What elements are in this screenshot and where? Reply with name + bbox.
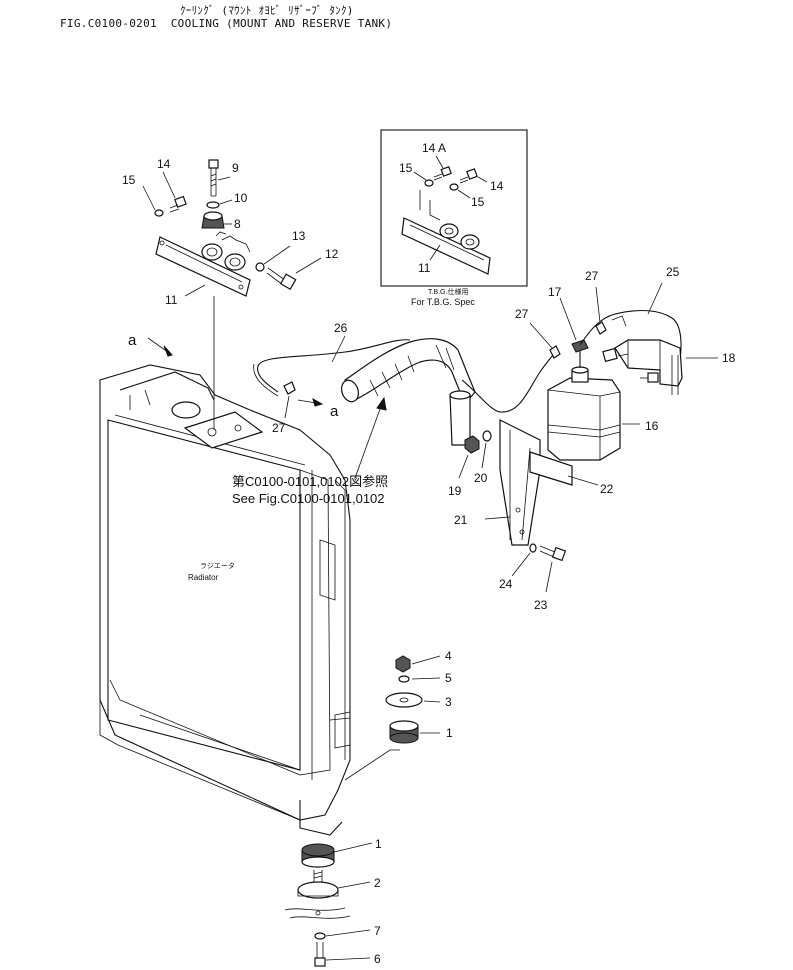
washer-10 (206, 201, 220, 209)
callout-8: 8 (234, 217, 241, 231)
callout-26: 26 (334, 321, 348, 335)
plate-3 (385, 692, 423, 708)
nut-4 (395, 655, 411, 673)
bolt-6 (314, 942, 326, 967)
washer-13 (255, 262, 265, 272)
see-fig-label-jp: 第C0100-0101,0102図参照 (232, 474, 388, 489)
callout-15: 15 (122, 173, 136, 187)
callout-6: 6 (374, 952, 381, 966)
callout-18: 18 (722, 351, 736, 365)
inset-callout-11: 11 (418, 261, 431, 275)
radiator-label-jp: ラジエータ (200, 561, 235, 570)
clip-27-left (283, 381, 296, 395)
callout-4: 4 (445, 649, 452, 663)
see-fig-label-en: See Fig.C0100-0101,0102 (232, 491, 385, 506)
callout-9: 9 (232, 161, 239, 175)
callout-10: 10 (234, 191, 248, 205)
see-fig-arrow (354, 397, 385, 479)
callout-1-upper: 1 (446, 726, 453, 740)
inset-callout-14: 14 (490, 179, 504, 193)
bolt-23 (539, 545, 567, 562)
radiator (99, 364, 400, 836)
washer-24 (529, 543, 537, 553)
overflow-hose-26 (257, 339, 411, 393)
radiator-label-en: Radiator (188, 573, 219, 582)
callout-1-lower: 1 (375, 837, 382, 851)
radiator-hose (340, 338, 476, 446)
frame-break-lines (284, 907, 351, 919)
callout-17: 17 (548, 285, 562, 299)
callout-19: 19 (448, 484, 462, 498)
inset-title-en: For T.B.G. Spec (411, 297, 475, 307)
callout-3: 3 (445, 695, 452, 709)
callout-11: 11 (165, 293, 178, 307)
washer-20 (482, 430, 492, 442)
callout-2: 2 (374, 876, 381, 890)
bolt-9 (208, 159, 219, 197)
clip-17 (571, 339, 589, 353)
callout-13: 13 (292, 229, 306, 243)
hose-25 (579, 309, 682, 361)
rubber-mount-8 (201, 211, 225, 229)
callout-22: 22 (600, 482, 614, 496)
washer-15 (154, 209, 164, 217)
callout-7: 7 (374, 924, 381, 938)
figure-title-en: FIG.C0100-0201 COOLING (MOUNT AND RESERV… (60, 17, 393, 30)
overflow-hose-lower (461, 351, 556, 413)
cushion-1-lower (301, 843, 335, 868)
stud-2 (297, 870, 339, 899)
callout-27-mid: 27 (515, 307, 529, 321)
callout-23: 23 (534, 598, 548, 612)
washer-7 (314, 932, 326, 940)
bracket-22 (529, 451, 573, 486)
inset-callout-15a: 15 (399, 161, 413, 175)
view-a-label-center: a (330, 403, 339, 420)
callout-12: 12 (325, 247, 339, 261)
inset-title-jp: T.B.G.仕様用 (428, 287, 468, 296)
callout-27-right: 27 (585, 269, 599, 283)
cushion-1-upper (389, 720, 419, 744)
tbg-inset (380, 129, 528, 287)
callout-24: 24 (499, 577, 513, 591)
bolt-14 (169, 195, 187, 213)
callout-14: 14 (157, 157, 171, 171)
callout-16: 16 (645, 419, 659, 433)
callout-20: 20 (474, 471, 488, 485)
nut-19 (464, 435, 480, 454)
bracket-18 (602, 339, 683, 395)
callout-27-left: 27 (272, 421, 286, 435)
view-a-label-left: a (128, 332, 137, 349)
upper-bracket (155, 231, 251, 430)
inset-callout-14a: 14 A (422, 141, 446, 155)
callout-21: 21 (454, 513, 468, 527)
washer-5 (398, 675, 410, 683)
inset-callout-15b: 15 (471, 195, 485, 209)
callout-25: 25 (666, 265, 680, 279)
figure-title-jp: ｸｰﾘﾝｸﾞ (ﾏｳﾝﾄ ｵﾖﾋﾞ ﾘｻﾞｰﾌﾞ ﾀﾝｸ) (180, 4, 354, 17)
clip-27-right (595, 321, 607, 335)
clip-27-mid (549, 345, 561, 359)
reserve-tank (547, 345, 621, 461)
bolt-12 (266, 267, 297, 291)
callout-5: 5 (445, 671, 452, 685)
bracket-21 (499, 419, 541, 546)
